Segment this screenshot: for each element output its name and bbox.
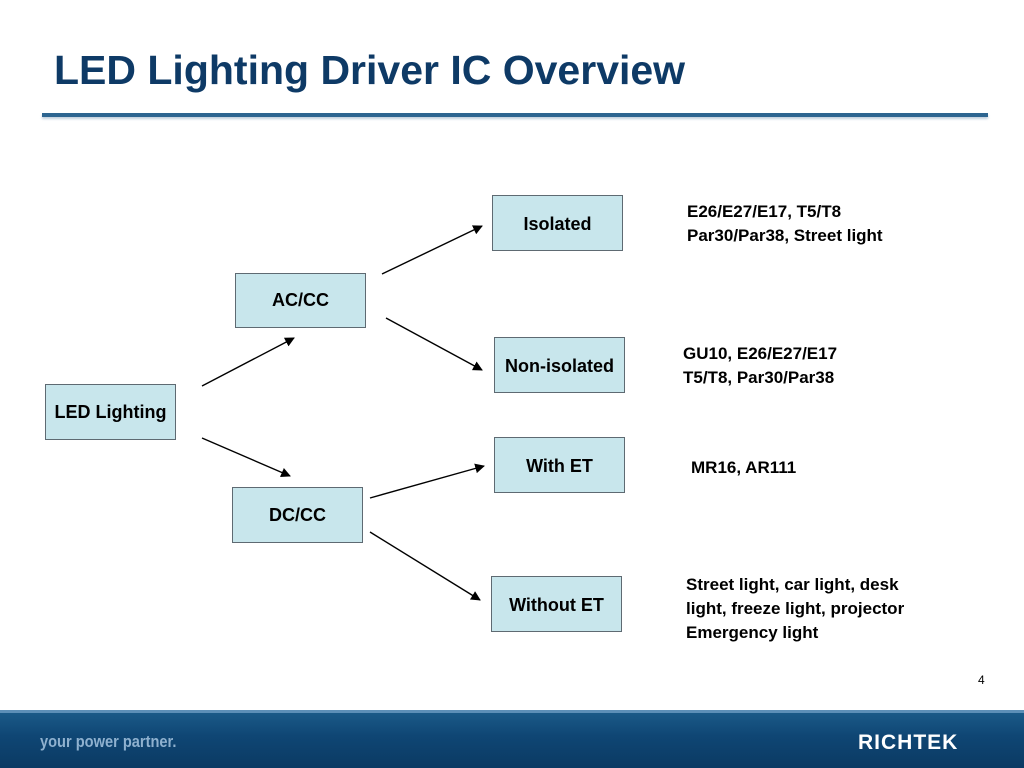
note-non-isolated: GU10, E26/E27/E17 T5/T8, Par30/Par38: [683, 342, 837, 390]
note-line: Par30/Par38, Street light: [687, 226, 883, 245]
note-with-et: MR16, AR111: [691, 456, 796, 480]
node-led-lighting: LED Lighting: [45, 384, 176, 440]
node-dc-cc: DC/CC: [232, 487, 363, 543]
note-line: T5/T8, Par30/Par38: [683, 368, 835, 387]
title-divider: [42, 113, 988, 117]
node-label: Isolated: [523, 214, 592, 234]
node-label: With ET: [526, 456, 593, 476]
node-label: LED Lighting: [54, 401, 167, 422]
node-isolated: Isolated: [492, 195, 623, 251]
node-label: Non-isolated: [504, 356, 614, 376]
arrow-dccc-to-withoutet: [369, 531, 481, 601]
note-line: Street light, car light, desk: [686, 575, 899, 594]
node-with-et: With ET: [494, 437, 625, 493]
node-label: DC/CC: [269, 504, 326, 525]
note-line: MR16, AR111: [691, 458, 797, 477]
brand-logo: RICHTEK: [858, 731, 959, 754]
node-without-et: Without ET: [491, 576, 622, 632]
note-without-et: Street light, car light, desk light, fre…: [686, 573, 904, 645]
page-number: 4: [978, 673, 985, 687]
note-line: Emergency light: [686, 623, 819, 642]
footer-bar: your power partner. RICHTEK: [0, 710, 1024, 768]
note-isolated: E26/E27/E17, T5/T8 Par30/Par38, Street l…: [687, 200, 883, 248]
arrow-led-to-dccc: [201, 437, 291, 478]
note-line: GU10, E26/E27/E17: [683, 344, 838, 363]
node-label: AC/CC: [272, 290, 329, 310]
arrow-accc-to-nonisolated: [385, 317, 483, 371]
footer-tagline: your power partner.: [40, 732, 177, 751]
note-line: E26/E27/E17, T5/T8: [687, 202, 842, 221]
arrow-led-to-accc: [201, 337, 295, 387]
node-non-isolated: Non-isolated: [494, 337, 625, 393]
arrow-accc-to-isolated: [381, 225, 483, 275]
arrow-dccc-to-withet: [369, 463, 485, 499]
note-line: light, freeze light, projector: [686, 599, 905, 618]
node-ac-cc: AC/CC: [235, 273, 366, 328]
slide-title: LED Lighting Driver IC Overview: [54, 47, 686, 93]
node-label: Without ET: [509, 595, 604, 615]
